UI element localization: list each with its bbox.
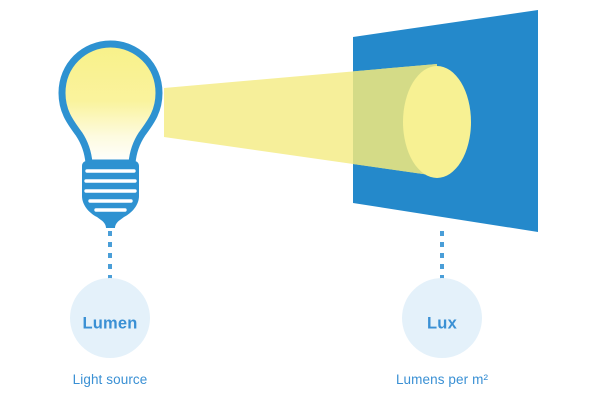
lumen-badge-circle <box>70 278 150 358</box>
lumen-caption: Light source <box>73 372 148 387</box>
lumen-badge: Lumen <box>70 278 150 358</box>
light-bulb-icon <box>58 40 163 228</box>
lux-badge-label: Lux <box>427 314 458 332</box>
light-spot-ellipse-icon <box>403 66 471 178</box>
light-beam-icon <box>164 64 437 176</box>
lux-badge-circle <box>402 278 482 358</box>
lux-badge: Lux <box>402 278 482 358</box>
lux-caption: Lumens per m² <box>396 372 488 387</box>
lumen-badge-label: Lumen <box>82 314 137 332</box>
